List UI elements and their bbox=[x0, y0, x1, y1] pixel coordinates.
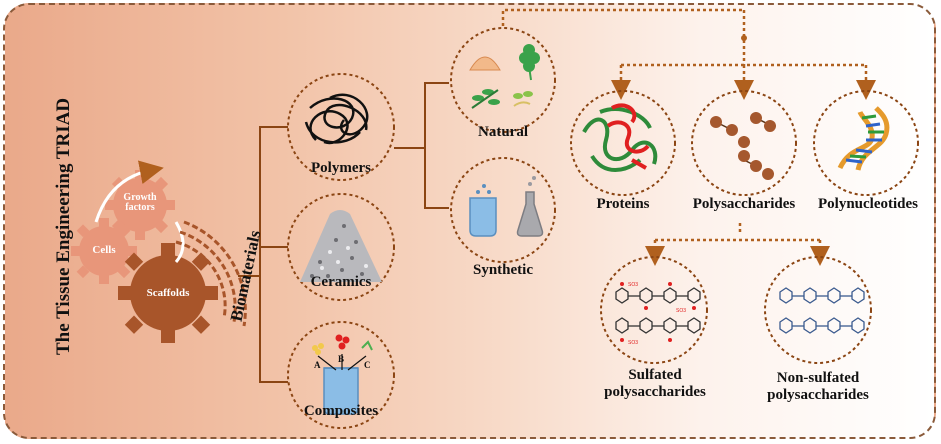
composite-letter-a: A bbox=[314, 360, 321, 370]
dna-helix-icon bbox=[837, 106, 890, 171]
polymers-label: Polymers bbox=[311, 160, 371, 176]
ceramic-powder-icon bbox=[300, 210, 382, 282]
sulfate-label: SO3 bbox=[628, 340, 638, 346]
synthetic-label: Synthetic bbox=[473, 262, 533, 278]
sulfate-label: SO3 bbox=[628, 282, 638, 288]
sulfated-label: Sulfated polysaccharides bbox=[604, 367, 706, 400]
proteins-circle bbox=[570, 90, 676, 196]
triad-title: The Tissue Engineering TRIAD bbox=[53, 97, 74, 355]
non-sulfated-circle bbox=[764, 256, 872, 364]
sulfate-label: SO3 bbox=[676, 308, 686, 314]
composite-letter-c: C bbox=[364, 360, 371, 370]
natural-sources-icon bbox=[469, 44, 540, 109]
polymers-circle bbox=[287, 73, 395, 181]
protein-structure-icon bbox=[582, 103, 658, 172]
ceramics-label: Ceramics bbox=[310, 274, 372, 290]
scaffolds-label: Scaffolds bbox=[146, 287, 190, 299]
polymers-bracket bbox=[394, 82, 449, 209]
proteins-label: Proteins bbox=[596, 196, 650, 212]
arc-band bbox=[179, 230, 237, 323]
ceramics-circle bbox=[287, 193, 395, 301]
sulfated-circle bbox=[600, 256, 708, 364]
composite-letter-b: B bbox=[338, 354, 344, 364]
non-sulfated-structure-icon bbox=[779, 287, 865, 334]
biomaterials-bracket bbox=[238, 126, 288, 383]
arc-band bbox=[183, 220, 247, 327]
cycle-arrow bbox=[174, 221, 185, 263]
synthetic-glassware-icon bbox=[469, 176, 544, 237]
connector-node bbox=[741, 35, 747, 41]
polysaccharides-circle bbox=[691, 90, 797, 196]
scaffolds-gear bbox=[118, 243, 218, 343]
cells-label: Cells bbox=[92, 244, 116, 256]
composites-label: Composites bbox=[303, 403, 379, 419]
natural-circle bbox=[450, 27, 556, 133]
composites-circle bbox=[287, 321, 395, 429]
polysaccharide-units-icon bbox=[710, 112, 776, 180]
non-sulfated-label: Non-sulfated polysaccharides bbox=[767, 370, 869, 403]
growth-factors-label: Growth factors bbox=[123, 192, 157, 213]
sulfated-structure-icon bbox=[615, 282, 701, 342]
polynucleotides-circle bbox=[813, 90, 919, 196]
polynucleotides-label: Polynucleotides bbox=[818, 196, 918, 212]
polysaccharides-label: Polysaccharides bbox=[692, 196, 796, 212]
synthetic-circle bbox=[450, 157, 556, 263]
arc-band bbox=[175, 240, 227, 319]
polymer-chains-icon bbox=[304, 93, 369, 145]
cycle-arrow bbox=[94, 160, 164, 223]
natural-connectors bbox=[501, 8, 876, 266]
natural-label: Natural bbox=[478, 124, 528, 140]
composite-mixing-icon bbox=[312, 334, 373, 415]
